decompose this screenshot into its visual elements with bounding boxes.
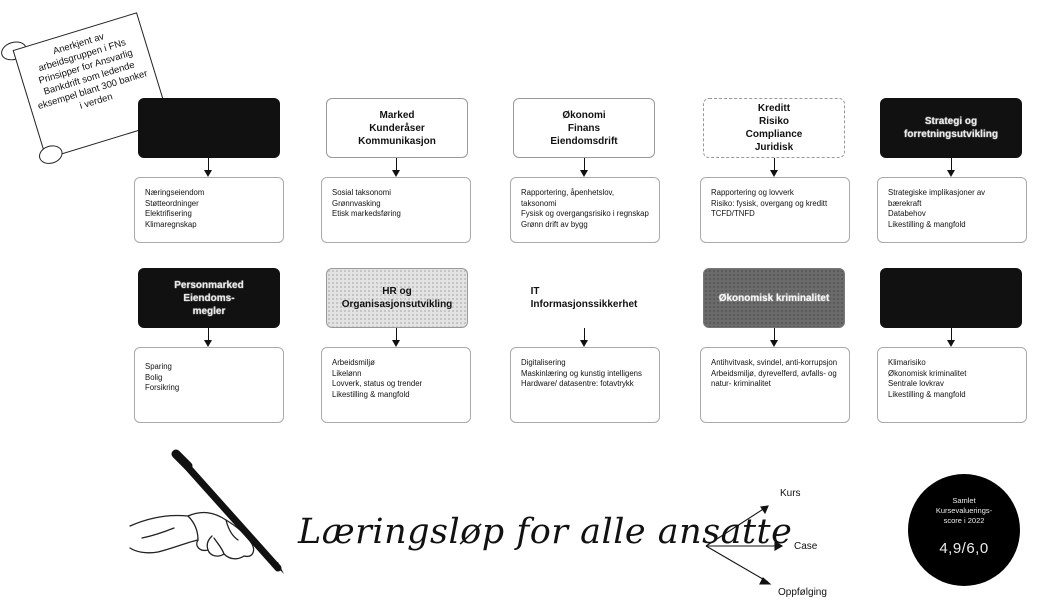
header-box-row1-3: Økonomi Finans Eiendomsdrift bbox=[513, 98, 655, 158]
score-caption-line: Kursevaluerings- bbox=[935, 506, 993, 515]
connector-line bbox=[584, 158, 585, 172]
arrow-down-icon bbox=[204, 340, 212, 347]
detail-item: Rapportering, åpenhetslov, taksonomi bbox=[521, 188, 615, 208]
detail-item: Maskinlæring og kunstig intelligens bbox=[521, 368, 642, 378]
evaluation-score-badge: Samlet Kursevaluerings- score i 2022 4,9… bbox=[908, 474, 1020, 586]
header-box-row1-5: Strategi og forretningsutvikling bbox=[880, 98, 1022, 158]
header-box-row2-2: HR og Organisasjonsutvikling bbox=[326, 268, 468, 328]
connector-line bbox=[584, 328, 585, 342]
header-box-row1-1 bbox=[138, 98, 280, 158]
header-text: Kreditt Risiko Compliance Juridisk bbox=[745, 103, 803, 153]
detail-item: Digitalisering bbox=[521, 358, 566, 367]
header-box-row2-1: Personmarked Eiendoms- megler bbox=[138, 268, 280, 328]
detail-item: Bolig bbox=[145, 372, 163, 382]
detail-box-row2-4: Antihvitvask, svindel, anti-korrupsjon A… bbox=[700, 347, 850, 423]
score-caption-line: score i 2022 bbox=[943, 516, 985, 525]
detail-box-row2-2: Arbeidsmiljø Likelønn Lovverk, status og… bbox=[321, 347, 471, 423]
header-box-row2-5 bbox=[880, 268, 1022, 328]
detail-item: Sparing bbox=[145, 362, 172, 371]
header-text: Strategi og forretningsutvikling bbox=[904, 116, 998, 140]
arrow-down-icon bbox=[947, 170, 955, 177]
detail-box-row1-5: Strategiske implikasjoner av bærekraft D… bbox=[877, 177, 1027, 243]
detail-item: Etisk markedsføring bbox=[332, 209, 401, 218]
detail-box-row2-5: Klimarisiko Økonomisk kriminalitet Sentr… bbox=[877, 347, 1027, 423]
detail-item: Likelønn bbox=[332, 368, 362, 378]
learning-tagline: Læringsløp for alle ansatte bbox=[298, 512, 793, 552]
connector-line bbox=[774, 158, 775, 172]
detail-item: Næringseiendom bbox=[145, 188, 205, 197]
detail-item: Støtteordninger bbox=[145, 198, 199, 208]
detail-item: Grønn drift av bygg bbox=[521, 219, 588, 229]
detail-item: Databehov bbox=[888, 209, 926, 218]
connector-line bbox=[208, 328, 209, 342]
connector-line bbox=[774, 328, 775, 342]
detail-item: Klimaregnskap bbox=[145, 219, 197, 229]
detail-box-row1-3: Rapportering, åpenhetslov, taksonomi Fys… bbox=[510, 177, 660, 243]
detail-item: Sosial taksonomi bbox=[332, 188, 391, 197]
arrow-down-icon bbox=[580, 340, 588, 347]
branch-label-case: Case bbox=[794, 541, 818, 552]
score-caption-line: Samlet bbox=[952, 496, 976, 505]
detail-item: Elektrifisering bbox=[145, 209, 192, 218]
detail-item: Arbeidsmiljø bbox=[332, 358, 375, 367]
detail-item: Strategiske implikasjoner av bærekraft bbox=[888, 188, 986, 208]
hand-writing-icon bbox=[129, 449, 284, 574]
detail-item: Lovverk, status og trender bbox=[332, 379, 423, 388]
branch-arrows bbox=[705, 505, 784, 585]
detail-item: TCFD/TNFD bbox=[711, 209, 755, 218]
connector-line bbox=[951, 158, 952, 172]
detail-box-row2-3: Digitalisering Maskinlæring og kunstig i… bbox=[510, 347, 660, 423]
arrow-down-icon bbox=[580, 170, 588, 177]
detail-item: Risiko: fysisk, overgang og kreditt bbox=[711, 198, 828, 208]
detail-item: Likestilling & mangfold bbox=[888, 389, 966, 399]
detail-item: Antihvitvask, svindel, anti-korrupsjon bbox=[711, 358, 838, 367]
arrow-down-icon bbox=[204, 170, 212, 177]
detail-item: Arbeidsmiljø, dyrevelferd, avfalls- og n… bbox=[711, 368, 837, 389]
detail-item: Klimarisiko bbox=[888, 358, 926, 367]
connector-line bbox=[396, 328, 397, 342]
detail-item: Rapportering og lovverk bbox=[711, 188, 794, 197]
arrow-down-icon bbox=[947, 340, 955, 347]
arrow-down-icon bbox=[392, 170, 400, 177]
detail-item: Økonomisk kriminalitet bbox=[888, 368, 967, 378]
header-box-row2-4: Økonomisk kriminalitet bbox=[703, 268, 845, 328]
detail-box-row2-1: Sparing Bolig Forsikring bbox=[134, 347, 284, 423]
score-caption: Samlet Kursevaluerings- score i 2022 bbox=[908, 496, 1020, 526]
detail-box-row1-4: Rapportering og lovverk Risiko: fysisk, … bbox=[700, 177, 850, 243]
detail-item: Likestilling & mangfold bbox=[332, 389, 410, 399]
detail-item: Fysisk og overgangsrisiko i regnskap bbox=[521, 209, 649, 218]
header-box-row1-4: Kreditt Risiko Compliance Juridisk bbox=[703, 98, 845, 158]
score-value: 4,9/6,0 bbox=[939, 540, 989, 557]
detail-item: Hardware/ datasentre: fotavtrykk bbox=[521, 379, 634, 388]
connector-line bbox=[208, 158, 209, 172]
arrow-down-icon bbox=[770, 340, 778, 347]
header-box-row1-2: Marked Kunderåser Kommunikasjon bbox=[326, 98, 468, 158]
connector-line bbox=[951, 328, 952, 342]
header-text: Økonomisk kriminalitet bbox=[718, 292, 830, 304]
header-text: Personmarked Eiendoms- megler bbox=[174, 279, 244, 317]
arrow-down-icon bbox=[770, 170, 778, 177]
branch-label-kurs: Kurs bbox=[780, 488, 801, 499]
header-text: Økonomi Finans Eiendomsdrift bbox=[550, 109, 618, 147]
detail-item: Forsikring bbox=[145, 383, 180, 392]
detail-item: Grønnvasking bbox=[332, 198, 381, 208]
branch-label-oppfolging: Oppfølging bbox=[778, 587, 827, 598]
detail-item: Likestilling & mangfold bbox=[888, 219, 966, 229]
header-box-row2-3: IT Informasjonssikkerhet bbox=[513, 268, 655, 328]
detail-item: Sentrale lovkrav bbox=[888, 379, 944, 388]
header-text: IT Informasjonssikkerhet bbox=[530, 286, 638, 310]
detail-box-row1-2: Sosial taksonomi Grønnvasking Etisk mark… bbox=[321, 177, 471, 243]
arrow-down-icon bbox=[392, 340, 400, 347]
connector-line bbox=[396, 158, 397, 172]
detail-box-row1-1: Næringseiendom Støtteordninger Elektrifi… bbox=[134, 177, 284, 243]
header-text: HR og Organisasjonsutvikling bbox=[341, 286, 453, 310]
header-text: Marked Kunderåser Kommunikasjon bbox=[358, 109, 436, 147]
